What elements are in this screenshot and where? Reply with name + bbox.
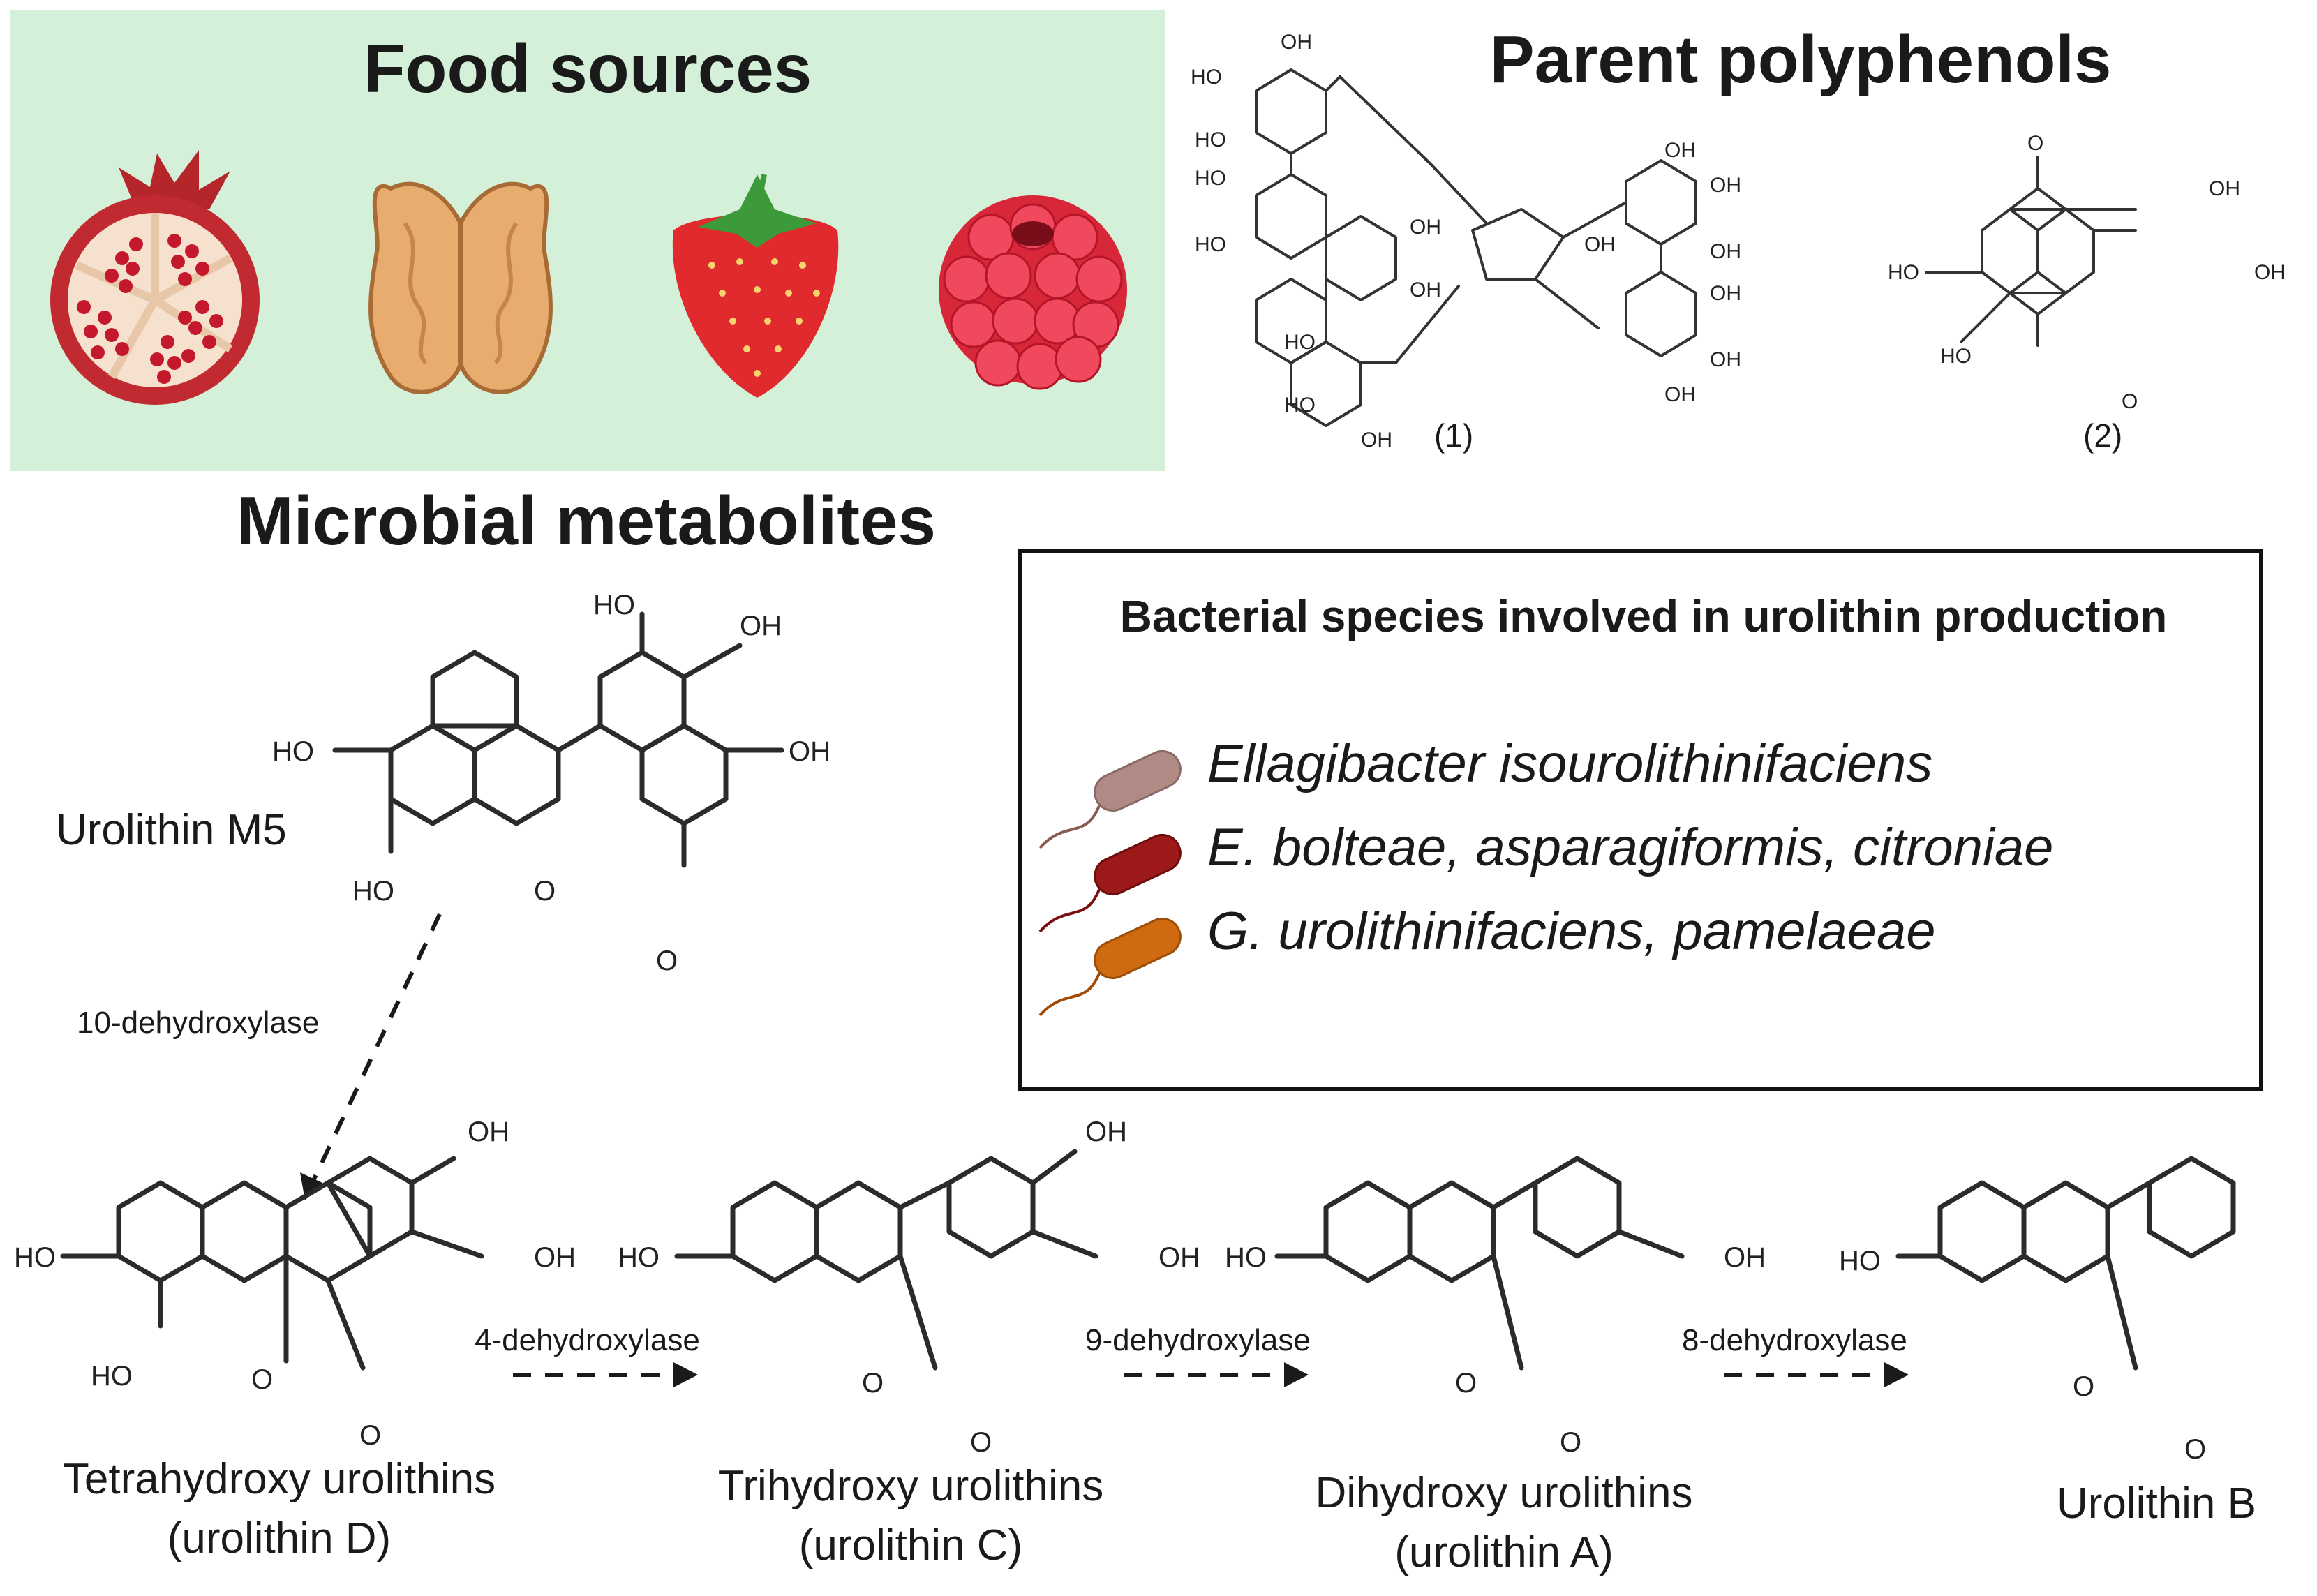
lactone-o-label: O (1455, 1368, 1477, 1399)
enzyme-4-dehydroxylase-label: 4-dehydroxylase (475, 1323, 700, 1357)
carbonyl-o-label: O (2184, 1434, 2206, 1465)
food-sources-title: Food sources (364, 30, 812, 107)
species-name: E. bolteae, asparagiformis, citroniae (1207, 818, 2053, 877)
oh-label: OH (2209, 177, 2240, 200)
dashed-arrow (308, 913, 442, 1188)
oh-label: OH (2254, 261, 2286, 284)
oh-label: HO (1195, 167, 1226, 190)
carbonyl-o-label: O (1560, 1427, 1581, 1458)
oh-label: OH (1664, 383, 1696, 406)
oh-label: OH (1410, 216, 1441, 239)
urolithin-a-structure: HO OH O O Dihydroxy urolithins (urolithi… (1225, 1156, 1766, 1576)
oh-label: HO (1195, 128, 1226, 151)
oh-label: HO (91, 1361, 133, 1392)
urolithin-c-name: Trihydroxy urolithins (718, 1462, 1103, 1510)
oh-label: OH (1710, 240, 1741, 263)
oh-label: HO (272, 736, 314, 767)
oh-label: OH (1710, 174, 1741, 197)
oh-label: HO (1888, 261, 1919, 284)
urolithin-a-subname: (urolithin A) (1394, 1528, 1614, 1576)
bacterium-icon (1038, 918, 1182, 1017)
oh-label: OH (1158, 1242, 1200, 1273)
strawberry-icon (672, 174, 839, 398)
oh-label: OH (1710, 282, 1741, 305)
urolithin-c-subname: (urolithin C) (799, 1521, 1022, 1569)
bacterium-icon (1038, 834, 1182, 933)
species-name: Ellagibacter isourolithinifaciens (1207, 734, 1932, 793)
oh-label: OH (740, 611, 782, 641)
lactone-o-label: O (862, 1368, 884, 1399)
parent-polyphenols-title: Parent polyphenols (1490, 22, 2112, 97)
oh-label: OH (468, 1117, 509, 1147)
urolithin-m5-label: Urolithin M5 (56, 806, 287, 854)
oh-label: HO (1839, 1246, 1881, 1276)
pomegranate-icon (50, 150, 260, 405)
oh-label: OH (789, 736, 830, 767)
oh-label: HO (618, 1242, 660, 1273)
ellagitannin-structure: HO OH HO HO HO OH OH HO HO OH OH OH OH O… (1191, 31, 1741, 454)
species-name: G. urolithinifaciens, pamelaeae (1207, 902, 1935, 961)
walnut-icon (368, 181, 553, 394)
oh-label: OH (1361, 428, 1392, 452)
compound-1-label: (1) (1434, 417, 1473, 454)
urolithin-m5-structure: HO HO HO OH OH O O Urolithin M5 (56, 590, 830, 976)
oh-label: OH (1710, 348, 1741, 371)
microbial-metabolites-title: Microbial metabolites (237, 482, 936, 559)
carbonyl-o-label: O (656, 946, 678, 976)
oh-label: HO (593, 590, 635, 620)
oh-label: HO (1940, 345, 1972, 368)
urolithin-d-structure: HO HO OH OH O O Tetrahydroxy urolithins … (14, 1117, 576, 1563)
raspberry-icon (939, 195, 1127, 390)
oh-label: OH (1085, 1117, 1127, 1147)
carbonyl-o-label: O (970, 1427, 992, 1458)
carbonyl-o-label: O (2122, 390, 2138, 413)
oh-label: HO (352, 876, 394, 907)
urolithin-c-structure: HO OH OH O O Trihydroxy urolithins (urol… (618, 1117, 1200, 1569)
oh-label: HO (1191, 66, 1222, 89)
enzyme-9-dehydroxylase-label: 9-dehydroxylase (1085, 1323, 1311, 1357)
arrowhead (673, 1362, 698, 1387)
oh-label: OH (1724, 1242, 1766, 1273)
lactone-o-label: O (534, 876, 556, 907)
oh-label: OH (534, 1242, 576, 1273)
carbonyl-o-label: O (2027, 132, 2043, 155)
oh-label: OH (1584, 233, 1616, 256)
urolithin-b-structure: HO O O Urolithin B (1839, 1156, 2256, 1528)
lactone-o-label: O (2073, 1371, 2094, 1402)
lactone-o-label: O (251, 1364, 273, 1395)
arrowhead (1884, 1362, 1909, 1387)
urolithin-b-name: Urolithin B (2057, 1479, 2256, 1528)
urolithin-d-subname: (urolithin D) (167, 1514, 391, 1563)
food-sources-panel: Food sources (10, 10, 1165, 471)
urolithin-a-name: Dihydroxy urolithins (1316, 1469, 1693, 1517)
compound-2-label: (2) (2083, 417, 2122, 454)
arrowhead (1284, 1362, 1309, 1387)
oh-label: HO (14, 1242, 56, 1273)
oh-label: OH (1664, 139, 1696, 162)
ellagic-acid-structure: O OH OH HO HO O (2) (1888, 132, 2286, 454)
bacterium-icon (1038, 750, 1182, 849)
carbonyl-o-label: O (359, 1420, 381, 1451)
bacteria-box-border (1018, 549, 2263, 1091)
enzyme-10-dehydroxylase-label: 10-dehydroxylase (77, 1006, 319, 1040)
oh-label: OH (1410, 278, 1441, 301)
oh-label: OH (1281, 31, 1312, 54)
oh-label: HO (1195, 233, 1226, 256)
oh-label: HO (1225, 1242, 1267, 1273)
bacteria-box-title: Bacterial species involved in urolithin … (1120, 591, 2168, 641)
oh-label: HO (1284, 331, 1316, 354)
oh-label: HO (1284, 394, 1316, 417)
enzyme-8-dehydroxylase-label: 8-dehydroxylase (1682, 1323, 1907, 1357)
urolithin-d-name: Tetrahydroxy urolithins (63, 1455, 496, 1503)
bacteria-legend-box: Bacterial species involved in urolithin … (1018, 549, 2263, 1091)
parent-polyphenols-panel: Parent polyphenols HO OH HO HO (1191, 22, 2286, 454)
